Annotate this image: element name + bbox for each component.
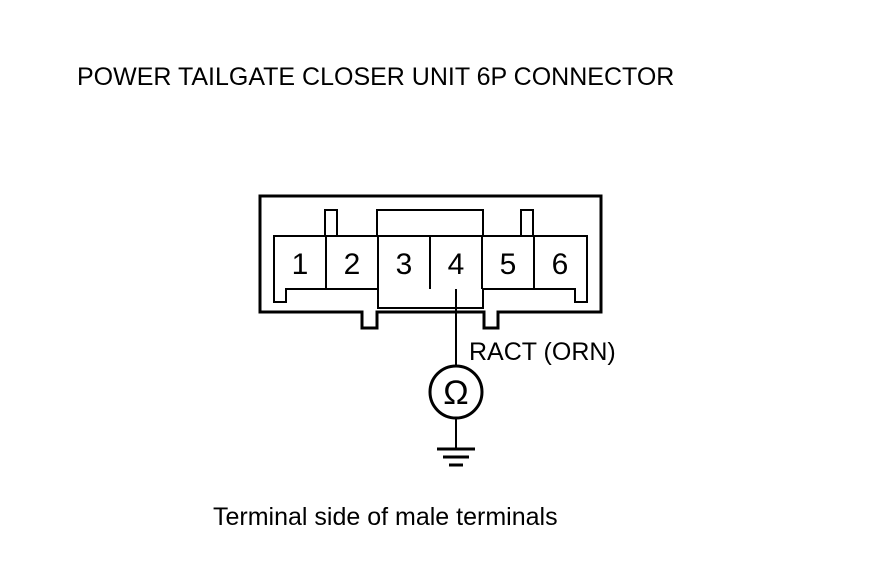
ground-icon	[437, 447, 475, 467]
connector-inner-cavity	[273, 235, 588, 309]
diagram-caption: Terminal side of male terminals	[213, 503, 558, 531]
pin-number-1: 1	[292, 248, 309, 281]
latch-tab-left	[324, 209, 338, 236]
pin-number-6: 6	[552, 248, 569, 281]
connector-housing	[258, 194, 603, 330]
latch-tab-center	[376, 209, 484, 236]
ohm-symbol: Ω	[443, 374, 468, 412]
pin-number-2: 2	[344, 248, 361, 281]
pin-number-4: 4	[448, 248, 465, 281]
latch-tab-right	[520, 209, 534, 236]
wire-label: RACT (ORN)	[469, 338, 616, 366]
diagram-title: POWER TAILGATE CLOSER UNIT 6P CONNECTOR	[77, 63, 674, 91]
pin-number-5: 5	[500, 248, 517, 281]
pin-number-3: 3	[396, 248, 413, 281]
